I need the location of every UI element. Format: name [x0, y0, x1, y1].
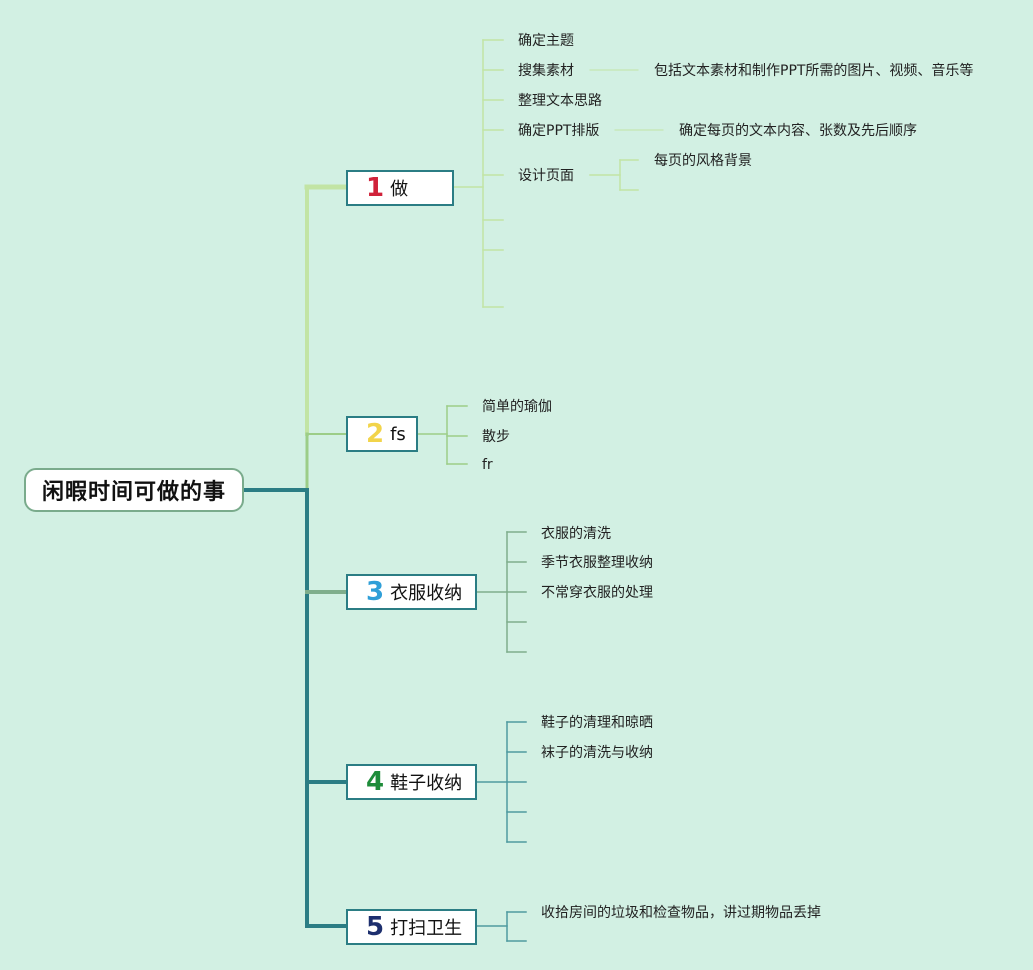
leaf-4-1[interactable]: 鞋子的清理和晾晒	[541, 715, 653, 731]
leaf-5-1[interactable]: 收拾房间的垃圾和检查物品，讲过期物品丢掉	[541, 905, 821, 921]
leaf-2-1[interactable]: 简单的瑜伽	[482, 399, 552, 415]
leaf-3-3[interactable]: 不常穿衣服的处理	[541, 585, 653, 601]
leaf-1-2[interactable]: 搜集素材	[518, 63, 574, 79]
branch-label-2: fs	[390, 423, 406, 445]
leaf-2-2[interactable]: 散步	[482, 429, 510, 445]
branch-node-1[interactable]: 1 做	[346, 170, 454, 206]
branch-number-1: 1	[366, 173, 385, 203]
branch-node-4[interactable]: 4 鞋子收纳	[346, 764, 477, 800]
leaf-3-1[interactable]: 衣服的清洗	[541, 526, 611, 542]
branch-label-3: 衣服收纳	[390, 583, 463, 604]
branch-label-1: 做	[390, 179, 409, 200]
leaf-1-4[interactable]: 确定PPT排版	[518, 123, 600, 139]
root-node[interactable]: 闲暇时间可做的事	[24, 468, 244, 512]
branch-number-3: 3	[366, 577, 385, 607]
leaf-2-3[interactable]: fr	[482, 457, 493, 473]
branch-label-5: 打扫卫生	[390, 918, 463, 939]
branch-number-4: 4	[366, 767, 385, 797]
leaf-1-1[interactable]: 确定主题	[518, 33, 574, 49]
leaf-3-2[interactable]: 季节衣服整理收纳	[541, 555, 653, 571]
branch-node-3[interactable]: 3 衣服收纳	[346, 574, 477, 610]
branch-number-2: 2	[366, 419, 385, 449]
leaf-1-4-note[interactable]: 确定每页的文本内容、张数及先后顺序	[679, 123, 917, 139]
leaf-1-5-sub[interactable]: 每页的风格背景	[654, 153, 752, 169]
branch-node-5[interactable]: 5 打扫卫生	[346, 909, 477, 945]
branch-number-5: 5	[366, 912, 385, 942]
leaf-1-3[interactable]: 整理文本思路	[518, 93, 602, 109]
leaf-1-5[interactable]: 设计页面	[518, 168, 574, 184]
leaf-1-2-note[interactable]: 包括文本素材和制作PPT所需的图片、视频、音乐等	[654, 63, 974, 79]
branch-label-4: 鞋子收纳	[390, 773, 463, 794]
branch-node-2[interactable]: 2 fs	[346, 416, 418, 452]
leaf-4-2[interactable]: 袜子的清洗与收纳	[541, 745, 653, 761]
